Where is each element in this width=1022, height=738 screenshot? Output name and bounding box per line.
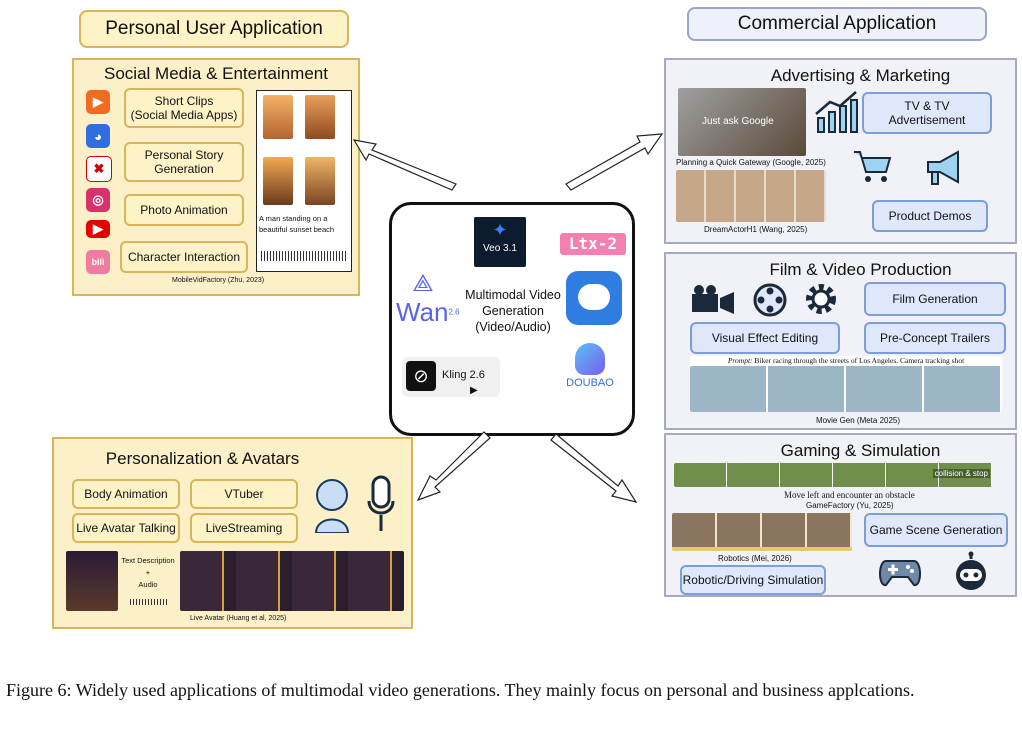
social-source: MobileVidFactory (Zhu, 2023): [172, 277, 265, 284]
avatar-audio-waveform: [130, 599, 168, 605]
body-animation-item: Body Animation: [72, 479, 180, 509]
livestreaming-item: LiveStreaming: [190, 513, 298, 543]
gamefactory-frames: collision & stop: [674, 463, 992, 487]
advertising-panel: Advertising & Marketing Just ask Google …: [664, 58, 1017, 244]
kuaishou-app-icon: ▶: [86, 90, 110, 114]
wan-mark-icon: ⟁: [412, 270, 434, 297]
figure-caption: Figure 6: Widely used applications of mu…: [6, 680, 915, 700]
beach-frame-3: [263, 157, 293, 205]
gaming-source-2: Robotics (Mei, 2026): [718, 554, 792, 563]
sunset-beach-frames: A man standing on a beautiful sunset bea…: [256, 90, 352, 272]
film-generation-item: Film Generation: [864, 282, 1006, 316]
avatar-reference-image: [66, 551, 118, 611]
ghost-app-logo: [566, 271, 622, 325]
gaming-caption-1: Move left and encounter an obstacle: [784, 490, 915, 500]
advertising-caption-1: Planning a Quick Gateway (Google, 2025): [676, 158, 826, 167]
vtuber-item: VTuber: [190, 479, 298, 509]
doubao-icon: [575, 343, 605, 375]
advertising-photo: Just ask Google: [678, 88, 806, 156]
kling-icon: ⊘: [406, 361, 436, 391]
arrow-to-advertising: [565, 133, 664, 191]
avatars-panel: Personalization & Avatars Body Animation…: [52, 437, 413, 629]
film-reel-icon: [753, 283, 787, 317]
social-media-panel: Social Media & Entertainment ▶ ◕ ✖ ◎ ▶ b…: [72, 58, 360, 296]
shopping-cart-icon: [854, 151, 892, 182]
visual-effect-editing-item: Visual Effect Editing: [690, 322, 840, 354]
avatar-inputs: Text Description + Audio: [121, 556, 175, 589]
avatar-girl-icon: [314, 479, 350, 533]
beach-frame-2: [305, 95, 335, 139]
commercial-application-header: Commercial Application: [687, 7, 987, 41]
youtube-icon: ▶: [86, 220, 110, 238]
social-media-title: Social Media & Entertainment: [104, 64, 328, 83]
gaming-title: Gaming & Simulation: [780, 441, 941, 460]
dreamactor-frames: [676, 170, 826, 222]
ltx-logo: Ltx-2: [560, 233, 626, 255]
ghost-app-icon: ◕: [86, 124, 110, 148]
growth-chart-icon: [815, 91, 858, 133]
beach-caption: A man standing on a beautiful sunset bea…: [259, 214, 335, 234]
multimodal-hub: ✦ Veo 3.1 Ltx-2 ⟁ Wan2.6 Multimodal Vide…: [389, 202, 635, 436]
gear-icon: [806, 284, 836, 314]
game-scene-generation-item: Game Scene Generation: [864, 513, 1008, 547]
arrow-to-social: [352, 139, 457, 191]
sparkle-icon: ✦: [492, 220, 508, 240]
personal-user-application-header: Personal User Application: [79, 10, 349, 48]
robotic-driving-simulation-item: Robotic/Driving Simulation: [680, 565, 826, 595]
hub-title: Multimodal Video Generation (Video/Audio…: [465, 288, 561, 334]
gamepad-icon: [879, 560, 921, 586]
pre-concept-trailers-item: Pre-Concept Trailers: [864, 322, 1006, 354]
tv-advertisement-item: TV & TV Advertisement: [862, 92, 992, 134]
movie-gen-frames: [690, 366, 1002, 412]
audio-waveform: [261, 251, 347, 261]
kling-logo: ⊘ Kling 2.6 ▶: [402, 357, 500, 397]
doubao-logo: DOUBAO: [560, 343, 620, 389]
avatars-source: Live Avatar (Huang et al, 2025): [190, 615, 287, 622]
character-interaction-item: Character Interaction: [120, 241, 248, 273]
avatar-output-frames: [180, 551, 404, 611]
ghost-face-icon: [578, 284, 610, 310]
film-source: Movie Gen (Meta 2025): [816, 416, 901, 425]
product-demos-item: Product Demos: [872, 200, 988, 232]
arrow-to-gaming: [550, 433, 638, 503]
robotics-frames: [672, 513, 852, 551]
megaphone-icon: [927, 150, 959, 185]
veo-logo: ✦ Veo 3.1: [474, 217, 526, 267]
film-panel: Film & Video Production Film Generation …: [664, 252, 1017, 430]
advertising-title: Advertising & Marketing: [770, 66, 951, 85]
gaming-panel: Gaming & Simulation collision & stop Mov…: [664, 433, 1017, 597]
short-clips-item: Short Clips (Social Media Apps): [124, 88, 244, 128]
personal-story-item: Personal Story Generation: [124, 142, 244, 182]
cursor-icon: ▶: [470, 385, 478, 396]
beach-frame-4: [305, 157, 335, 205]
movie-gen-strip: Prompt: Biker racing through the streets…: [690, 356, 1002, 412]
beach-frame-1: [263, 95, 293, 139]
avatars-title: Personalization & Avatars: [105, 449, 300, 468]
bilibili-icon: bili: [86, 250, 110, 274]
close-app-icon: ✖: [86, 156, 112, 182]
wan-logo: ⟁ Wan2.6: [396, 270, 460, 328]
film-title: Film & Video Production: [769, 260, 952, 279]
photo-animation-item: Photo Animation: [124, 194, 244, 226]
microphone-icon: [367, 475, 395, 531]
arrow-to-avatars: [416, 431, 491, 502]
robot-head-icon: [956, 551, 986, 590]
advertising-caption-2: DreamActorH1 (Wang, 2025): [704, 225, 808, 234]
live-avatar-talking-item: Live Avatar Talking: [72, 513, 180, 543]
gaming-source-1: GameFactory (Yu, 2025): [806, 501, 894, 510]
instagram-icon: ◎: [86, 188, 110, 212]
video-camera-icon: [692, 285, 734, 314]
